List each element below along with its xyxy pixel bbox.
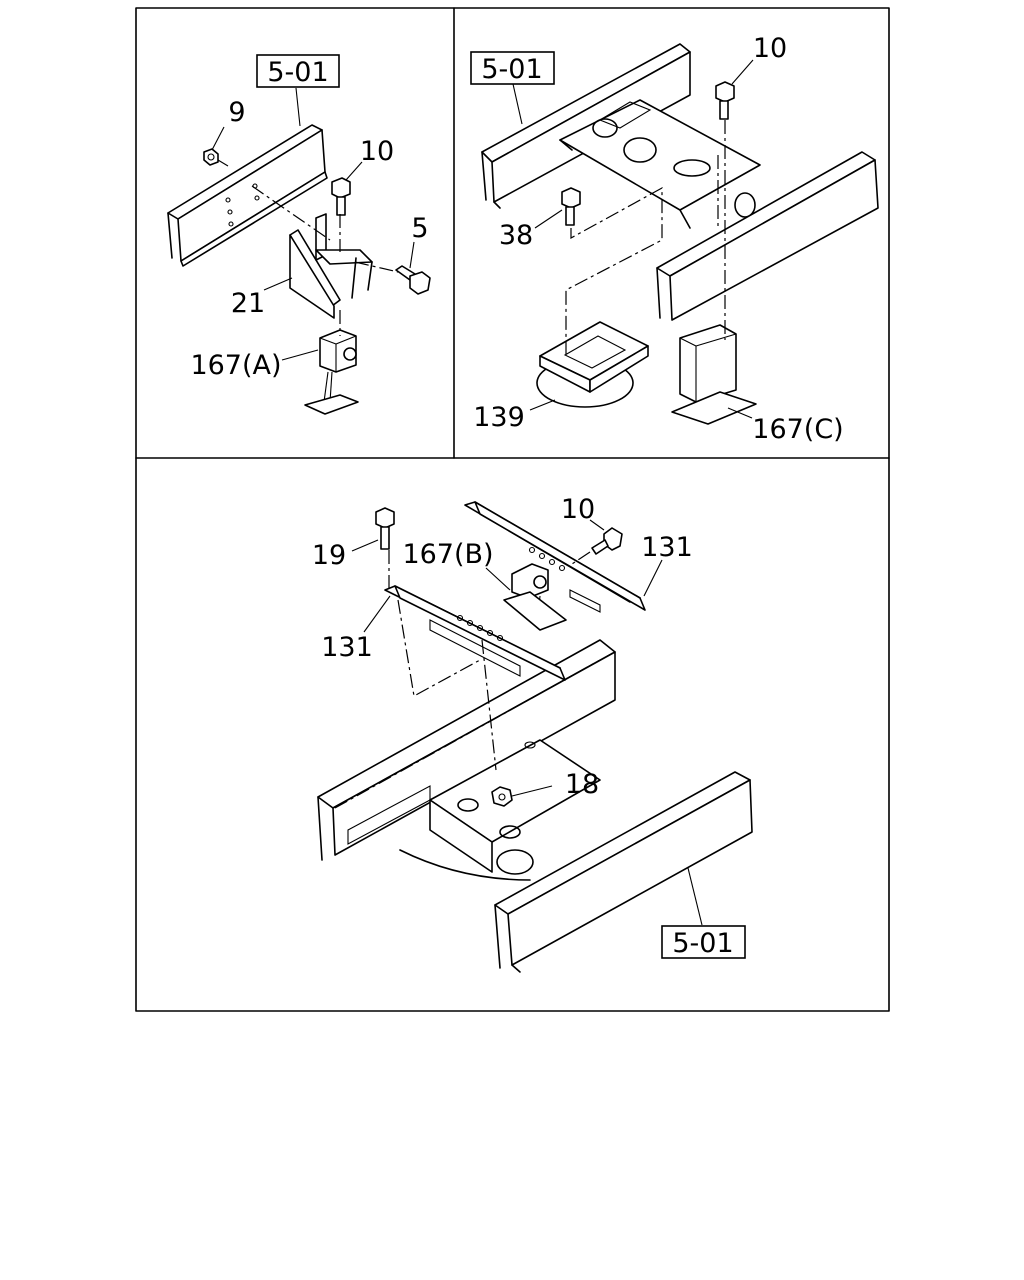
outer-frame [135, 7, 890, 1012]
crossmember-bottom [399, 739, 601, 881]
callout-21: 21 [231, 288, 265, 319]
frame-rail-right-bottom [494, 771, 753, 973]
bolt-10 [331, 177, 351, 216]
bolt-38 [561, 187, 581, 226]
bracket-131-left [384, 585, 566, 681]
callout-18: 18 [565, 769, 599, 800]
switch-167a [304, 329, 359, 415]
bracket-21 [289, 213, 373, 319]
callout-167a: 167(A) [190, 350, 281, 381]
callout-10: 10 [360, 136, 394, 167]
ref-label: 5-01 [481, 54, 542, 85]
panel-top-right: 5-01 10 38 139 167(C) [470, 33, 879, 445]
mount-139 [536, 321, 649, 408]
panel-frames [135, 7, 890, 1012]
panel-top-left: 5-01 9 10 5 21 167(A) [167, 54, 431, 415]
bolt-10-b [591, 527, 623, 555]
nut-9 [203, 148, 229, 167]
callout-19: 19 [312, 540, 346, 571]
ref-box-5-01 [661, 925, 746, 959]
nut-18 [491, 786, 513, 807]
callout-167b: 167(B) [402, 539, 493, 570]
ref-label: 5-01 [672, 928, 733, 959]
callout-10: 10 [561, 494, 595, 525]
callout-131: 131 [641, 532, 693, 563]
callout-38: 38 [499, 220, 533, 251]
bracket-131-right [464, 501, 646, 613]
switch-167c [671, 324, 757, 425]
frame-rail-right [656, 151, 879, 321]
bolt-10-tr [715, 81, 735, 120]
callout-131: 131 [321, 632, 373, 663]
callout-167c: 167(C) [752, 414, 843, 445]
callout-9: 9 [228, 97, 245, 128]
ref-box-5-01 [470, 51, 555, 85]
bolt-19 [375, 507, 395, 550]
crossmember [559, 99, 761, 229]
frame-rail-left-bottom [317, 639, 616, 861]
switch-167b [503, 563, 567, 631]
ref-label: 5-01 [267, 57, 328, 88]
callout-5: 5 [411, 213, 428, 244]
callout-10: 10 [753, 33, 787, 64]
panel-bottom: 5-01 10 19 167(B) 131 131 18 [312, 494, 753, 973]
ref-box-5-01 [256, 54, 340, 88]
callout-139: 139 [473, 402, 525, 433]
frame-rail [167, 124, 328, 267]
bolt-5 [395, 265, 431, 295]
